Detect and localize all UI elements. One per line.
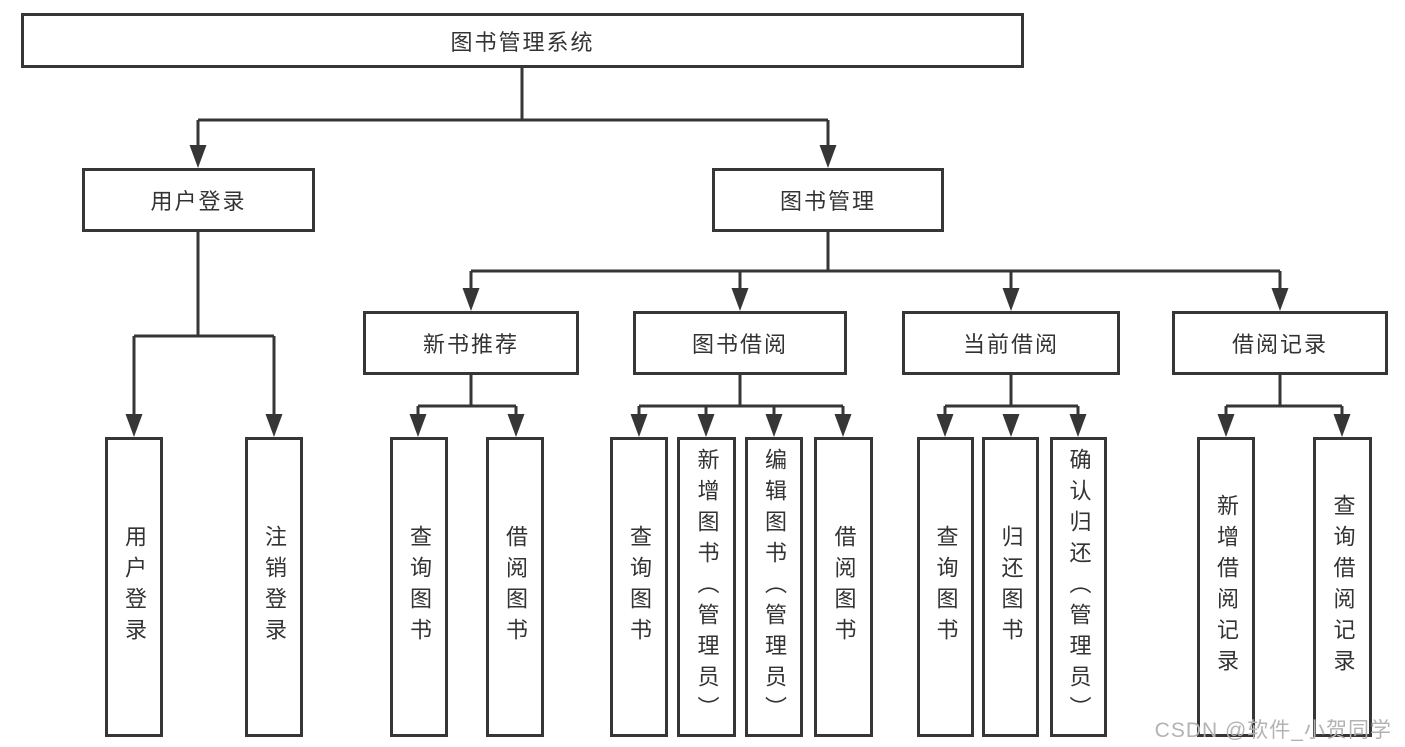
- arrowhead: [834, 414, 852, 437]
- arrowhead: [1271, 288, 1289, 311]
- node-label: 图书管理系统: [450, 29, 595, 55]
- leaf-label: 注销登录: [262, 525, 287, 649]
- arrowhead: [265, 414, 283, 437]
- arrowhead: [936, 414, 954, 437]
- node-book-borrowing: 图书借阅: [633, 311, 847, 375]
- leaf-borrow-books-recommend: 借阅图书: [486, 437, 544, 737]
- leaf-borrow-books-borrowing: 借阅图书: [814, 437, 873, 737]
- arrowhead: [125, 414, 143, 437]
- arrowhead: [731, 288, 749, 311]
- leaf-label: 确认归还（管理员）: [1066, 447, 1092, 727]
- arrowhead: [697, 414, 715, 437]
- arrowhead: [1002, 414, 1020, 437]
- leaf-label: 借阅图书: [831, 525, 857, 649]
- arrowhead: [462, 288, 480, 311]
- leaf-label: 新增图书（管理员）: [694, 447, 720, 727]
- arrowheads: [125, 145, 1351, 437]
- leaf-query-books-current: 查询图书: [917, 437, 974, 737]
- node-book-management: 图书管理: [712, 168, 944, 232]
- leaf-label: 用户登录: [122, 525, 147, 649]
- arrowhead: [409, 414, 427, 437]
- arrowhead: [1069, 414, 1087, 437]
- leaf-add-borrow-record: 新增借阅记录: [1197, 437, 1255, 737]
- leaf-label: 查询图书: [933, 525, 959, 649]
- leaf-query-borrow-record: 查询借阅记录: [1313, 437, 1372, 737]
- node-label: 当前借阅: [962, 332, 1059, 357]
- leaf-confirm-return-admin: 确认归还（管理员）: [1050, 437, 1107, 737]
- leaf-label: 查询图书: [627, 525, 652, 649]
- arrowhead: [765, 414, 783, 437]
- arrowhead: [1333, 414, 1351, 437]
- leaf-label: 查询图书: [407, 525, 432, 649]
- leaf-label: 归还图书: [998, 525, 1024, 649]
- node-user-login: 用户登录: [82, 168, 315, 232]
- leaf-label: 查询借阅记录: [1330, 494, 1356, 680]
- node-label: 图书借阅: [691, 332, 788, 357]
- leaf-label: 编辑图书（管理员）: [762, 447, 787, 727]
- leaf-label: 新增借阅记录: [1214, 494, 1239, 680]
- leaf-query-books-recommend: 查询图书: [390, 437, 448, 737]
- node-new-book-recommend: 新书推荐: [363, 311, 579, 375]
- leaf-add-books-admin: 新增图书（管理员）: [677, 437, 736, 737]
- node-label: 借阅记录: [1231, 332, 1328, 357]
- arrowhead: [819, 145, 837, 168]
- node-current-borrowing: 当前借阅: [902, 311, 1120, 375]
- node-label: 新书推荐: [422, 332, 519, 357]
- node-borrowing-records: 借阅记录: [1172, 311, 1388, 375]
- arrowhead: [1002, 288, 1020, 311]
- node-label: 图书管理: [779, 189, 876, 214]
- arrowhead: [507, 414, 525, 437]
- leaf-edit-books-admin: 编辑图书（管理员）: [745, 437, 803, 737]
- leaf-user-login: 用户登录: [105, 437, 163, 737]
- node-label: 用户登录: [150, 189, 247, 214]
- leaf-label: 借阅图书: [503, 525, 528, 649]
- leaf-logout-login: 注销登录: [245, 437, 303, 737]
- arrowhead: [1217, 414, 1235, 437]
- csdn-watermark: CSDN @软件_小贺同学: [1154, 719, 1392, 742]
- leaf-return-books: 归还图书: [982, 437, 1039, 737]
- leaf-query-books-borrowing: 查询图书: [610, 437, 668, 737]
- arrowhead: [630, 414, 648, 437]
- arrowhead: [189, 145, 207, 168]
- node-library-system-root: 图书管理系统: [21, 13, 1024, 68]
- connector-lines-path: [132, 66, 1344, 419]
